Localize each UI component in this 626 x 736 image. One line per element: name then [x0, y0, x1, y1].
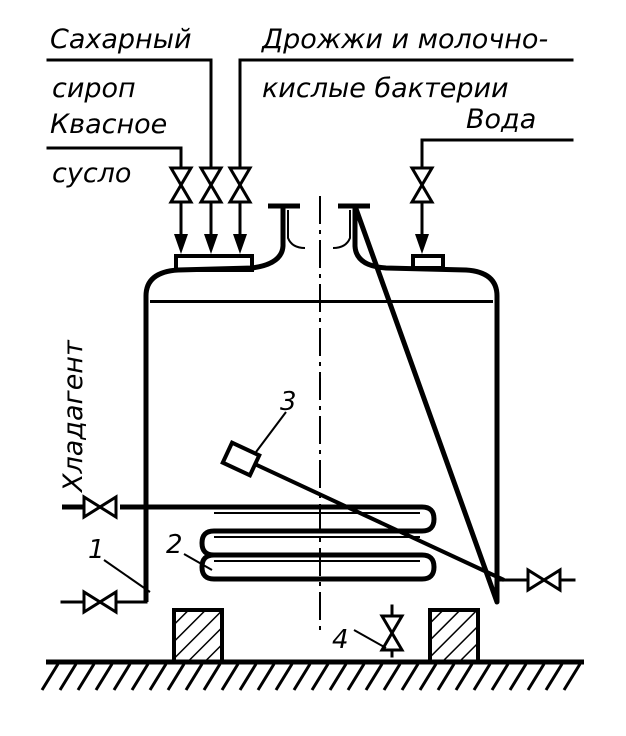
cooling-coil-inner: [214, 512, 420, 562]
ground-hatch-stroke: [328, 663, 348, 691]
callout-3-leader: [255, 411, 287, 453]
callout-3: 3: [280, 387, 297, 417]
feed-leader-lines: [46, 58, 574, 170]
ground-hatch-stroke: [274, 663, 294, 691]
callout-4: 4: [332, 625, 349, 655]
label-water: Вода: [466, 104, 536, 135]
right-outlet-valve[interactable]: [526, 567, 562, 593]
support-right: [428, 608, 480, 664]
support-left: [172, 608, 224, 664]
callout-2-leader: [183, 553, 213, 571]
ground-hatch-stroke: [40, 663, 60, 691]
ground-hatch-stroke: [292, 663, 312, 691]
ground-hatch-stroke: [76, 663, 96, 691]
sugar-syrup-valve[interactable]: [198, 166, 224, 204]
label-sugar-syrup-line2: сироп: [52, 73, 136, 104]
callout-2: 2: [166, 530, 183, 560]
label-sugar-syrup-line1: Сахарный: [50, 24, 192, 55]
ground-hatch-stroke: [382, 663, 402, 691]
feed-pipes-with-arrows: [174, 200, 429, 254]
cooling-coil: [62, 504, 437, 582]
ground-hatching: [40, 663, 582, 691]
bottom-left-outlet-valve[interactable]: [82, 589, 118, 615]
label-kvass-wort-line2: сусло: [52, 158, 131, 189]
callout-1-leader: [103, 559, 151, 593]
tank-body: [143, 203, 500, 605]
ground-hatch-stroke: [310, 663, 330, 691]
tank-inner-wall: [150, 300, 493, 303]
ground-hatch-stroke: [202, 663, 222, 691]
ground-hatch-stroke: [166, 663, 186, 691]
water-valve[interactable]: [409, 166, 435, 204]
ground-hatch-stroke: [526, 663, 546, 691]
ground-hatch-stroke: [112, 663, 132, 691]
ground-hatch-stroke: [418, 663, 438, 691]
ground-hatch-stroke: [130, 663, 150, 691]
thermometer-rod: [245, 458, 505, 582]
ground-hatch-stroke: [184, 663, 204, 691]
water-inlet-fitting: [411, 254, 445, 270]
kvass-wort-valve[interactable]: [168, 166, 194, 204]
ground-hatch-stroke: [364, 663, 384, 691]
ground-hatch-stroke: [400, 663, 420, 691]
ground-hatch-stroke: [238, 663, 258, 691]
ground-hatch-stroke: [544, 663, 564, 691]
coolant-inlet-valve[interactable]: [82, 494, 118, 520]
ground-hatch-stroke: [472, 663, 492, 691]
ground-hatch-stroke: [490, 663, 510, 691]
ground-hatch-stroke: [256, 663, 276, 691]
ground-hatch-stroke: [94, 663, 114, 691]
ground-hatch-stroke: [508, 663, 528, 691]
callout-1: 1: [88, 535, 105, 565]
yeast-valve[interactable]: [227, 166, 253, 204]
ground-hatch-stroke: [220, 663, 240, 691]
ground-hatch-stroke: [346, 663, 366, 691]
label-yeast-line2: кислые бактерии: [262, 73, 509, 104]
drain-valve[interactable]: [379, 614, 405, 652]
label-coolant: Хладагент: [58, 339, 89, 494]
ground-hatch-stroke: [454, 663, 474, 691]
thermometer-head: [220, 440, 262, 478]
ground-hatch-stroke: [436, 663, 456, 691]
callout-4-leader: [353, 629, 387, 649]
label-yeast-line1: Дрожжи и молочно-: [261, 24, 548, 55]
ground-hatch-stroke: [58, 663, 78, 691]
label-kvass-wort-line1: Квасное: [50, 109, 167, 140]
ground-hatch-stroke: [562, 663, 582, 691]
ground-hatch-stroke: [148, 663, 168, 691]
neck-inner: [287, 210, 351, 249]
